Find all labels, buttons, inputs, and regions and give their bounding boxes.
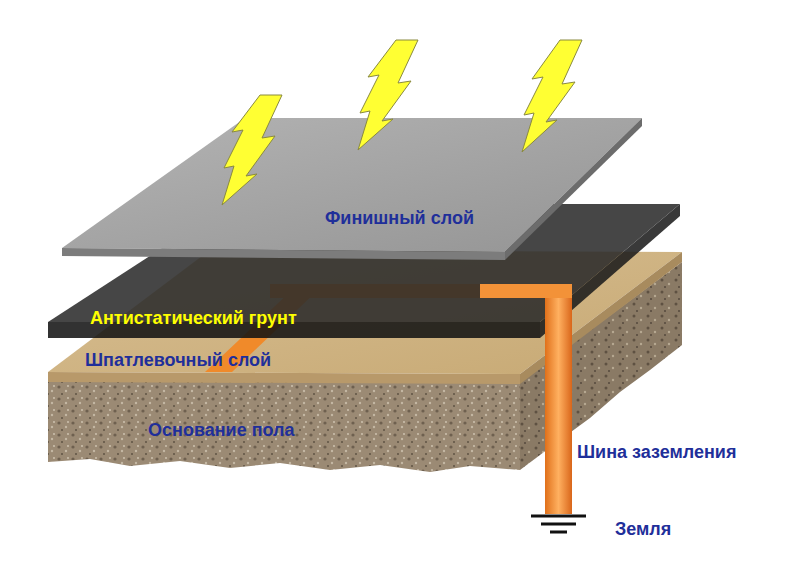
ground-symbol bbox=[531, 516, 586, 532]
finish-top bbox=[62, 118, 642, 252]
layer-label: Шпатлевочный слой bbox=[85, 350, 271, 371]
layer-label: Финишный слой bbox=[325, 208, 474, 229]
layer-label: Шина заземления bbox=[577, 442, 736, 463]
grounding-bus bbox=[545, 284, 572, 514]
putty-front-edge bbox=[48, 372, 520, 384]
layer-label: Основание пола bbox=[148, 420, 295, 441]
finish-front-edge bbox=[62, 248, 505, 260]
base-front-face bbox=[48, 380, 520, 472]
layer-label: Антистатический грунт bbox=[90, 308, 297, 329]
lightning-bolt bbox=[522, 40, 582, 152]
lightning-bolt bbox=[222, 95, 282, 205]
grounding-bus bbox=[480, 284, 572, 298]
lightning-bolts bbox=[222, 40, 582, 205]
lightning-bolt bbox=[358, 40, 418, 150]
layer-label: Земля bbox=[615, 519, 671, 540]
